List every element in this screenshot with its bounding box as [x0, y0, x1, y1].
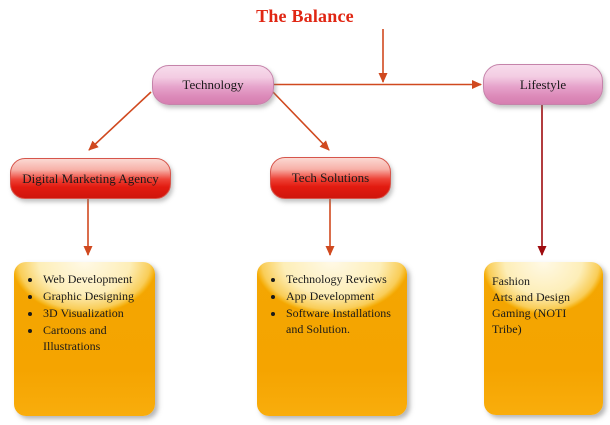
- list-item: Software Installations and Solution.: [285, 305, 403, 337]
- node-tech-solutions: Tech Solutions: [270, 157, 391, 199]
- node-digital-marketing-agency-label: Digital Marketing Agency: [22, 170, 159, 186]
- node-tech-solutions-label: Tech Solutions: [291, 170, 370, 185]
- list-item: Arts and Design: [492, 290, 570, 304]
- node-digital-marketing-agency: Digital Marketing Agency: [10, 158, 171, 199]
- arrow-technology-to-dma: [88, 91, 152, 151]
- panel-digital-marketing-services: Web DevelopmentGraphic Designing3D Visua…: [14, 262, 155, 416]
- list-item: Cartoons and Illustrations: [42, 322, 151, 354]
- node-lifestyle: Lifestyle: [483, 64, 603, 105]
- node-lifestyle-label: Lifestyle: [519, 76, 567, 92]
- tech-solutions-services-list: Technology ReviewsApp DevelopmentSoftwar…: [263, 271, 403, 337]
- digital-marketing-services-list: Web DevelopmentGraphic Designing3D Visua…: [20, 271, 151, 354]
- list-item: Gaming (NOTI Tribe): [492, 306, 567, 336]
- diagram-title: The Balance: [256, 6, 354, 26]
- list-item: Technology Reviews: [285, 271, 403, 287]
- node-technology-label: Technology: [182, 77, 244, 92]
- list-item: Graphic Designing: [42, 288, 151, 304]
- list-item: 3D Visualization: [42, 305, 151, 321]
- arrow-technology-to-tech-solutions: [272, 91, 330, 151]
- list-item: Web Development: [42, 271, 151, 287]
- node-technology: Technology: [152, 65, 274, 105]
- list-item: Fashion: [492, 274, 531, 288]
- panel-tech-solutions-services: Technology ReviewsApp DevelopmentSoftwar…: [257, 262, 407, 416]
- list-item: App Development: [285, 288, 403, 304]
